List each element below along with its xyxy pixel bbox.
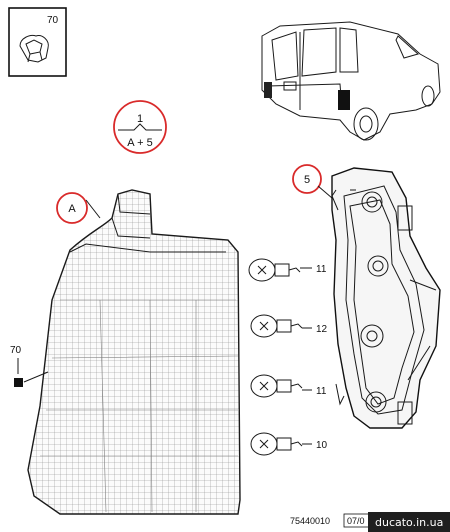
clip-label: 70 [10, 345, 22, 356]
connector-top [397, 205, 413, 231]
holder-label: 5 [304, 174, 310, 186]
van-tail-lamp-right [338, 90, 350, 110]
bulb-2-part-number: 12 [316, 324, 328, 335]
lens-label: A [68, 203, 76, 215]
bulb-1: 11 [248, 258, 327, 282]
van-rear-wheel [353, 107, 379, 141]
diagram-ref-code: 75440010 [290, 516, 330, 526]
formula-denominator: A + 5 [127, 137, 152, 149]
inset-frame [8, 7, 67, 77]
bulb-1-part-number: 11 [316, 264, 327, 275]
tail-lamp-lens: A [27, 189, 241, 515]
bulb-4-part-number: 10 [316, 440, 328, 451]
inset-part-number: 70 [47, 15, 59, 26]
socket-4-icon [365, 391, 387, 413]
connector-bottom [397, 401, 413, 425]
bulb-3-part-number: 11 [316, 386, 327, 397]
bulb-holder-board: 5 [292, 164, 441, 429]
watermark-bg [368, 512, 450, 532]
socket-1-icon [361, 191, 383, 213]
formula-circle [113, 100, 167, 154]
assembly-formula: 1 A + 5 [113, 100, 167, 154]
bulb-4: 10 [250, 432, 328, 456]
holder-outline [331, 167, 441, 429]
lens-body [27, 189, 241, 515]
clip-fastener-icon [19, 35, 49, 63]
lens-callout-circle [56, 192, 88, 224]
watermark-text: ducato.in.ua [375, 516, 443, 529]
van-tail-lamp-left [264, 82, 272, 98]
socket-2-icon [367, 255, 389, 277]
clip-square-icon [14, 378, 23, 387]
bulb-2: 12 [250, 314, 328, 338]
socket-3-icon [360, 324, 384, 348]
formula-numerator: 1 [137, 113, 143, 125]
bulb-3: 11 [250, 374, 327, 398]
inset-box: 70 [8, 7, 67, 77]
diagram-date: 07/0 [347, 516, 365, 526]
lens-leader-line [85, 199, 101, 219]
van-illustration [261, 21, 441, 141]
clip-part: 70 [10, 345, 49, 387]
holder-callout-circle [292, 164, 322, 194]
